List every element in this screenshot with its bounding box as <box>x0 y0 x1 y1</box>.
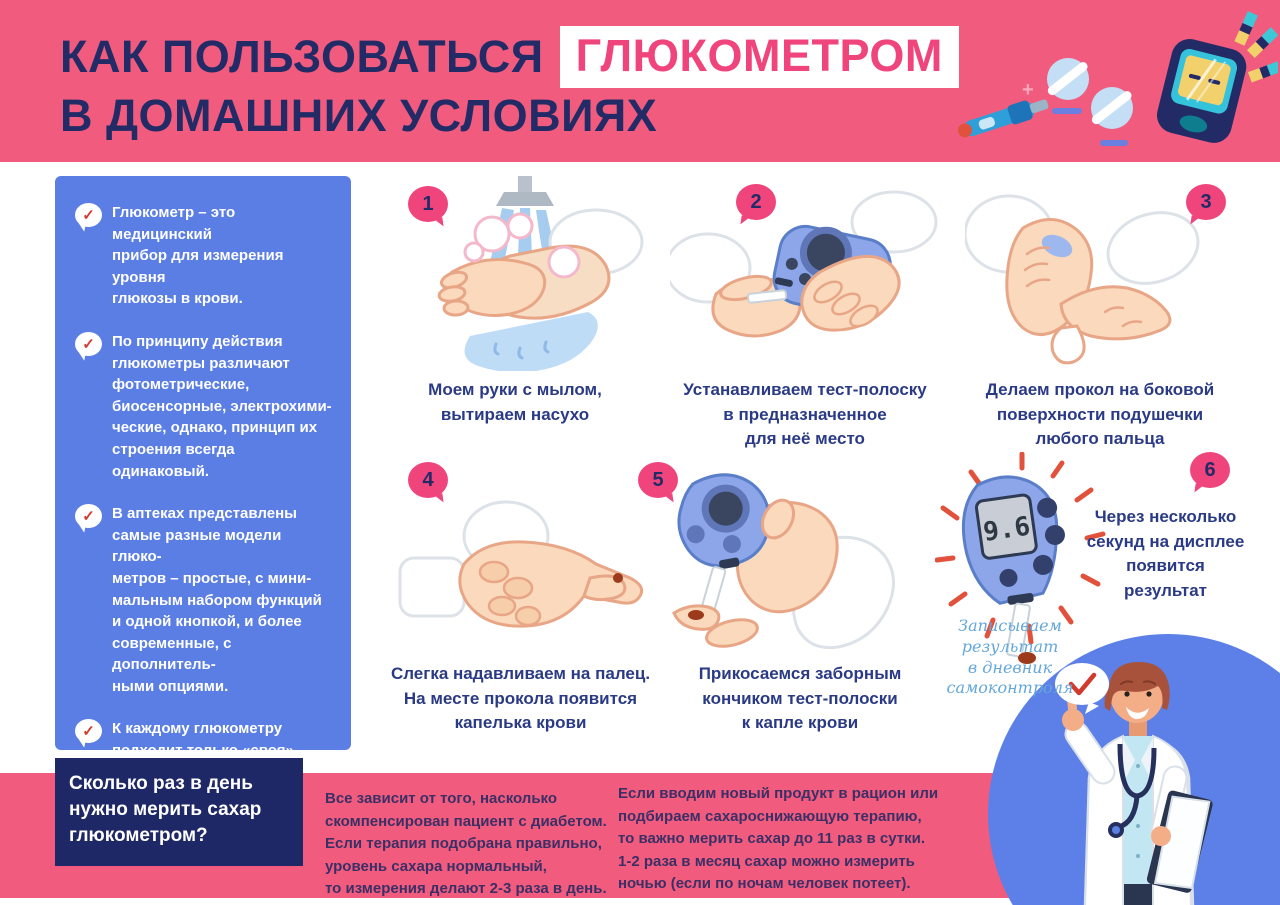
step-number-5: 5 <box>638 462 678 498</box>
title-badge: ГЛЮКОМЕТРОМ <box>559 26 959 88</box>
step5-caption: Прикосаемся заборным кончиком тест-полос… <box>698 664 902 733</box>
glucometer-reading: 9.6 <box>981 512 1032 548</box>
diary-note: Записываем результат в дневник самоконтр… <box>946 616 1074 698</box>
answer-text-2: Если вводим новый продукт в рацион или п… <box>618 785 939 892</box>
step1-wash-hands-illustration <box>437 176 644 371</box>
fact-text: По принципу действия глюкометры различаю… <box>112 332 332 480</box>
step6-result-glucometer-illustration: 9.6 <box>935 452 1106 664</box>
pills-icon <box>1047 58 1133 146</box>
step2-caption: Устанавливаем тест-полоску в предназначе… <box>683 380 927 449</box>
fact-text: В аптеках представлены самые разные моде… <box>112 505 322 695</box>
step4-caption: Слегка надавливаем на палец. На месте пр… <box>390 664 651 733</box>
title-line2: В ДОМАШНИХ УСЛОВИЯХ <box>60 90 658 141</box>
step6-caption: Через несколько секунд на дисплее появит… <box>1086 507 1245 600</box>
step1-caption: Моем руки с мылом, вытираем насухо <box>428 380 602 424</box>
fact-item: ✓ В аптеках представлены самые разные мо… <box>75 503 333 697</box>
step-number-3: 3 <box>1186 184 1226 220</box>
question-box: Сколько раз в день нужно мерить сахар гл… <box>55 758 303 866</box>
step3-caption: Делаем прокол на боковой поверхности под… <box>985 380 1215 449</box>
test-strip-icon <box>1234 11 1258 46</box>
step-number-1: 1 <box>408 186 448 222</box>
step-number-4: 4 <box>408 462 448 498</box>
test-strip-icon <box>1247 60 1278 83</box>
plus-glyph: + <box>1022 79 1034 101</box>
glucometer-icon <box>1156 11 1278 143</box>
fact-item: ✓ По принципу действия глюкометры различ… <box>75 331 333 482</box>
step-number-6: 6 <box>1190 452 1230 488</box>
check-icon: ✓ <box>75 504 102 529</box>
step3-prick-finger-illustration <box>965 194 1200 365</box>
check-icon: ✓ <box>75 719 102 744</box>
check-icon: ✓ <box>75 203 102 227</box>
step2-insert-strip-illustration <box>670 190 938 338</box>
title-line1: КАК ПОЛЬЗОВАТЬСЯ <box>60 31 544 82</box>
step5-strip-to-blood-illustration <box>672 473 895 650</box>
page-title: КАК ПОЛЬЗОВАТЬСЯ ГЛЮКОМЕТРОМ В ДОМАШНИХ … <box>60 26 959 144</box>
check-icon: ✓ <box>75 331 102 356</box>
lancet-pen-icon: + <box>957 79 1049 138</box>
answer-text-1: Все зависит от того, насколько скомпенси… <box>325 790 607 897</box>
step-number-2: 2 <box>736 184 776 220</box>
facts-sidebar: ✓ Глюкометр – это медицинский прибор для… <box>55 176 351 867</box>
test-strip-icon <box>1247 27 1278 59</box>
fact-item: ✓ Глюкометр – это медицинский прибор для… <box>75 202 333 310</box>
step4-press-finger-illustration <box>398 500 644 628</box>
check-icon <box>1068 672 1097 696</box>
header-band: КАК ПОЛЬЗОВАТЬСЯ ГЛЮКОМЕТРОМ В ДОМАШНИХ … <box>0 0 1280 162</box>
fact-text: Глюкометр – это медицинский прибор для и… <box>112 204 284 308</box>
doctor-illustration <box>1055 662 1213 905</box>
